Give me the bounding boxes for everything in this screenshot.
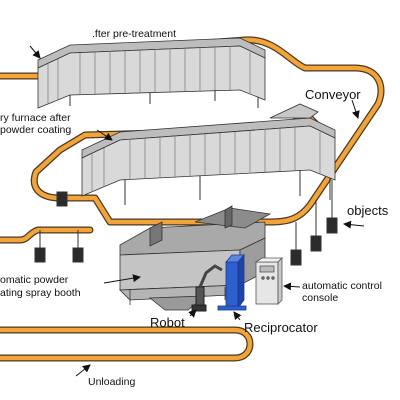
robot-label: Robot bbox=[150, 315, 185, 330]
arrow-icon bbox=[188, 309, 197, 318]
arrow-icon bbox=[96, 129, 113, 141]
console-label-line1: automatic control bbox=[302, 280, 382, 292]
arrow-icon bbox=[233, 311, 242, 321]
unloading-label: Unloading bbox=[88, 376, 136, 388]
hanging-object bbox=[310, 200, 322, 252]
arrow-icon bbox=[343, 220, 365, 229]
hanging-object bbox=[290, 222, 302, 266]
pretreatment-oven bbox=[37, 37, 266, 109]
arrow-icon bbox=[103, 274, 141, 284]
arrow-icon bbox=[351, 99, 360, 119]
robot bbox=[191, 264, 223, 312]
hanging-object bbox=[34, 230, 46, 263]
objects-label: objects bbox=[347, 203, 389, 218]
console-label-line2: console bbox=[302, 292, 339, 304]
reciprocator-label: Reciprocator bbox=[244, 320, 318, 335]
hanging-objects bbox=[34, 180, 338, 266]
conveyor-label: Conveyor bbox=[305, 87, 361, 102]
furnace-label-line1: ry furnace after bbox=[0, 112, 71, 124]
hanging-object bbox=[56, 191, 68, 207]
curing-furnace bbox=[81, 103, 336, 205]
arrow-icon bbox=[75, 364, 91, 377]
pretreatment-label: .fter pre-treatment bbox=[92, 28, 177, 40]
hanging-object bbox=[72, 230, 84, 263]
arrow-icon bbox=[283, 282, 301, 291]
booth-label-line2: ating spray booth bbox=[0, 287, 81, 299]
furnace-label-line2: powder coating bbox=[0, 124, 72, 136]
hanging-object bbox=[326, 180, 338, 234]
arrow-icon bbox=[29, 45, 41, 59]
control-console bbox=[254, 257, 283, 305]
pointer-arrows bbox=[29, 45, 365, 377]
reciprocator bbox=[217, 253, 247, 311]
booth-label-line1: omatic powder bbox=[0, 274, 69, 286]
